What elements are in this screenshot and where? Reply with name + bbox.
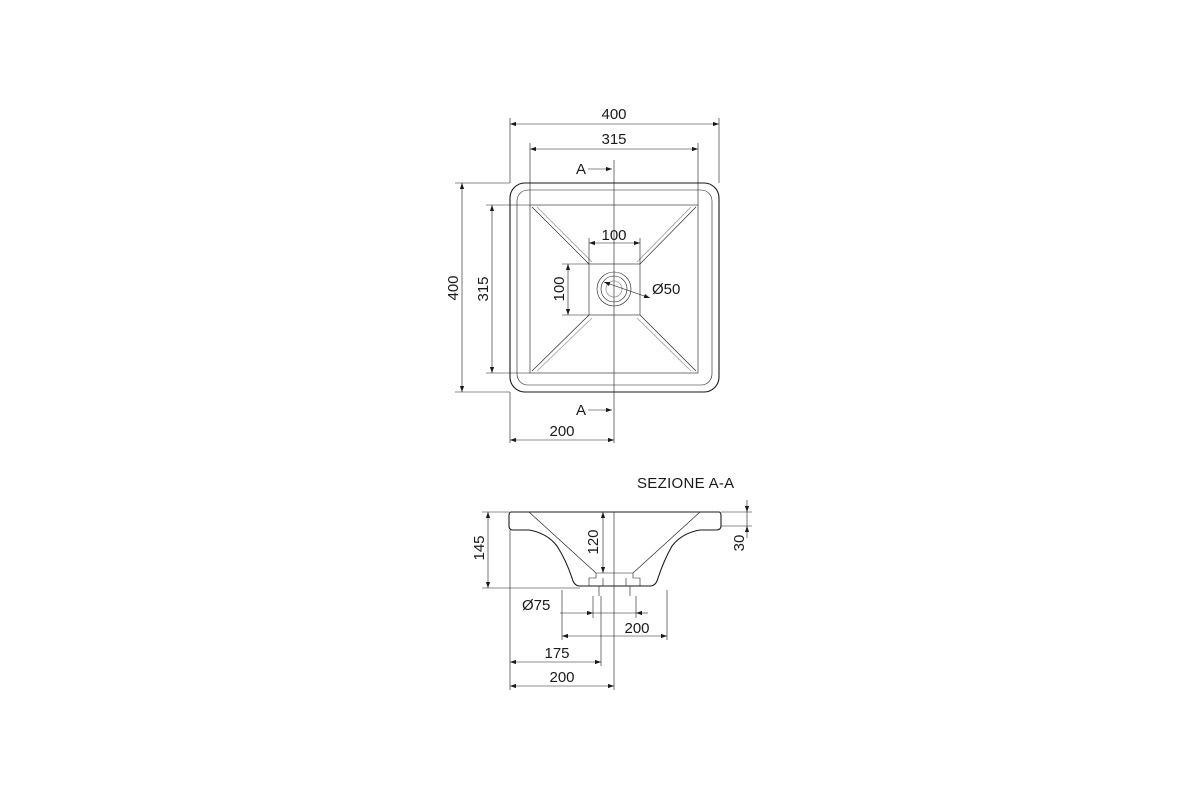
outlet-pipe (598, 578, 631, 596)
dim-overall-width: 400 (601, 106, 626, 123)
dim-bowl-depth: 120 (585, 529, 602, 554)
plan-view: A A 400 315 400 315 100 10 (445, 106, 720, 443)
dim-inner-height: 315 (475, 276, 492, 301)
dim-outlet-diameter: Ø75 (522, 597, 550, 614)
drain-diameter-leader (603, 281, 651, 299)
section-title: SEZIONE A-A (637, 475, 735, 492)
basin-rim (516, 189, 713, 386)
section-marker-bottom: A (576, 402, 586, 419)
bowl-slope-left (528, 511, 597, 574)
section-profile (508, 511, 722, 587)
section-marker-top: A (576, 161, 586, 178)
dim-rim-thickness: 30 (731, 535, 748, 552)
dim-center-offset: 200 (549, 423, 574, 440)
basin-outline (509, 182, 720, 393)
dim-outlet-offset: 175 (544, 645, 569, 662)
dim-inner-width: 315 (601, 131, 626, 148)
dim-drain-diameter: Ø50 (652, 281, 680, 298)
bowl-slope-right (632, 511, 701, 574)
drain-seat (588, 572, 641, 586)
dim-base-width: 200 (624, 620, 649, 637)
drain-box (588, 263, 641, 316)
dim-overall-height: 400 (445, 275, 462, 300)
dim-section-center-offset: 200 (549, 669, 574, 686)
dim-drain-box-height: 100 (551, 276, 568, 301)
section-view: SEZIONE A-A 145 120 30 Ø75 (471, 475, 752, 690)
dim-total-height: 145 (471, 535, 488, 560)
dim-drain-box-width: 100 (601, 227, 626, 244)
sloped-faces (531, 206, 697, 372)
